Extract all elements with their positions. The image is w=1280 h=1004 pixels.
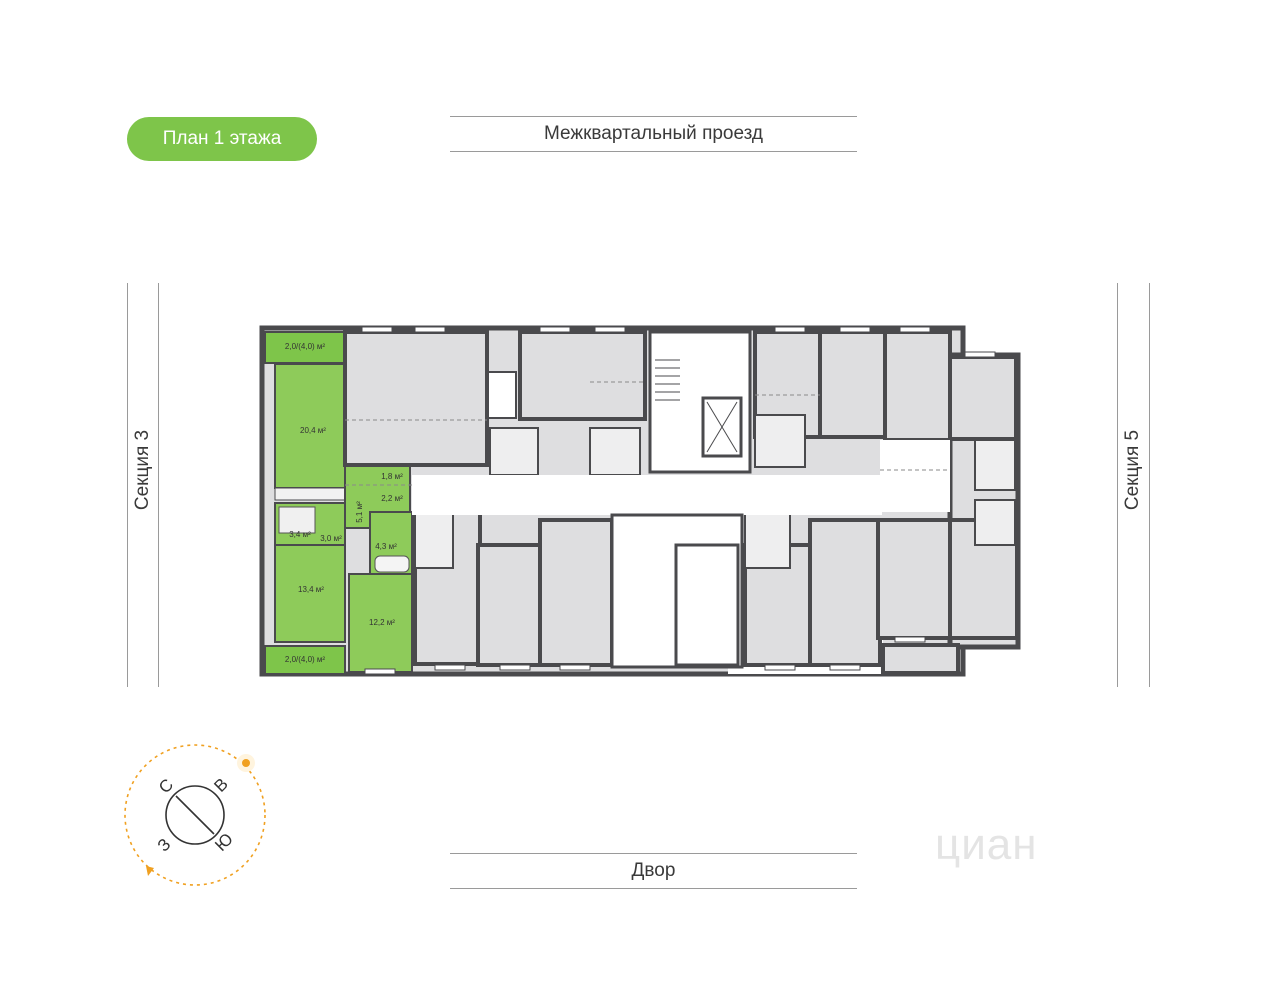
bathroom-blocks bbox=[414, 414, 1016, 569]
label-bath-34: 3,4 м² bbox=[289, 530, 311, 539]
label-balcony-top: 2,0/(4,0) м² bbox=[285, 342, 326, 351]
bathtub bbox=[374, 555, 410, 573]
windows bbox=[361, 326, 996, 675]
section-boundary-left-inner bbox=[158, 283, 159, 687]
balcony-bottom bbox=[264, 645, 346, 675]
bedroom-1 bbox=[274, 544, 346, 643]
compass-west: З bbox=[154, 835, 175, 856]
label-bath-30: 3,0 м² bbox=[320, 534, 342, 543]
bedroom-2 bbox=[348, 573, 413, 673]
label-room-122: 12,2 м² bbox=[369, 618, 395, 627]
dashed-partitions bbox=[345, 381, 950, 486]
floor-title-badge: План 1 этажа bbox=[127, 117, 317, 161]
label-bath-43: 4,3 м² bbox=[375, 542, 397, 551]
road-label-bottom: Двор bbox=[450, 853, 857, 889]
section-boundary-right-inner bbox=[1117, 283, 1118, 687]
label-balcony-bottom: 2,0/(4,0) м² bbox=[285, 655, 326, 664]
stair-core bbox=[487, 330, 776, 505]
road-label-top: Межквартальный проезд bbox=[450, 116, 857, 152]
direction-arrow-icon bbox=[146, 866, 154, 876]
label-living-large: 20,4 м² bbox=[300, 426, 326, 435]
corridor bbox=[412, 440, 950, 669]
compass: С В Ю З bbox=[124, 744, 266, 886]
label-room-134: 13,4 м² bbox=[298, 585, 324, 594]
highlighted-apartment[interactable] bbox=[264, 331, 413, 675]
watermark-logo: циан bbox=[935, 820, 1038, 869]
kitchen-counter bbox=[274, 487, 346, 501]
label-corridor: 5,1 м² bbox=[355, 501, 364, 523]
label-hall-small: 1,8 м² bbox=[381, 472, 403, 481]
shower-cabin bbox=[278, 506, 316, 534]
label-room-22: 2,2 м² bbox=[381, 494, 403, 503]
balcony-top bbox=[264, 331, 346, 364]
compass-north: С bbox=[155, 775, 177, 797]
section-boundary-left-outer bbox=[127, 283, 128, 687]
section-boundary-right-outer bbox=[1149, 283, 1150, 687]
